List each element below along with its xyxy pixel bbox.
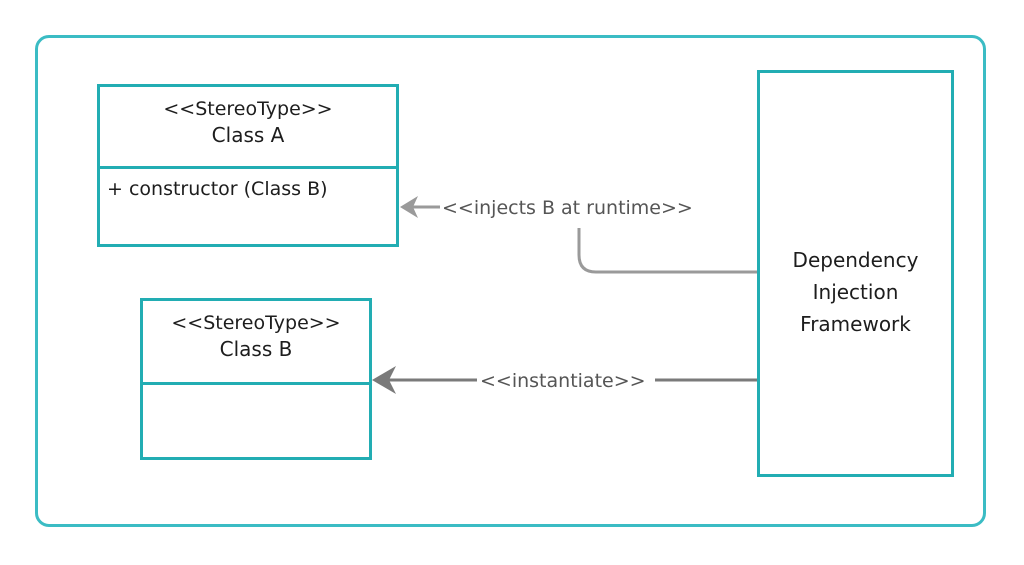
class-a-box[interactable]: <<StereoType>> Class A + constructor (Cl…	[97, 84, 399, 247]
inject-arrowhead	[400, 196, 418, 218]
class-b-member	[143, 385, 369, 394]
di-framework-box[interactable]: Dependency Injection Framework	[757, 70, 954, 477]
di-framework-label: Dependency Injection Framework	[792, 247, 919, 336]
instantiate-edge-label: <<instantiate>>	[477, 369, 649, 393]
inject-edge-label: <<injects B at runtime>>	[440, 196, 695, 220]
class-a-member: + constructor (Class B)	[107, 178, 328, 200]
class-b-box[interactable]: <<StereoType>> Class B	[140, 298, 372, 460]
instantiate-arrowhead	[372, 366, 396, 394]
class-b-stereotype: <<StereoType>>	[171, 312, 341, 334]
class-a-name: Class A	[211, 123, 285, 147]
inject-connector	[577, 228, 757, 274]
diagram-frame	[35, 35, 986, 527]
class-a-stereotype: <<StereoType>>	[163, 98, 333, 120]
class-b-header: <<StereoType>> Class B	[143, 301, 369, 385]
class-b-name: Class B	[219, 337, 293, 361]
class-a-header: <<StereoType>> Class A	[100, 87, 396, 169]
